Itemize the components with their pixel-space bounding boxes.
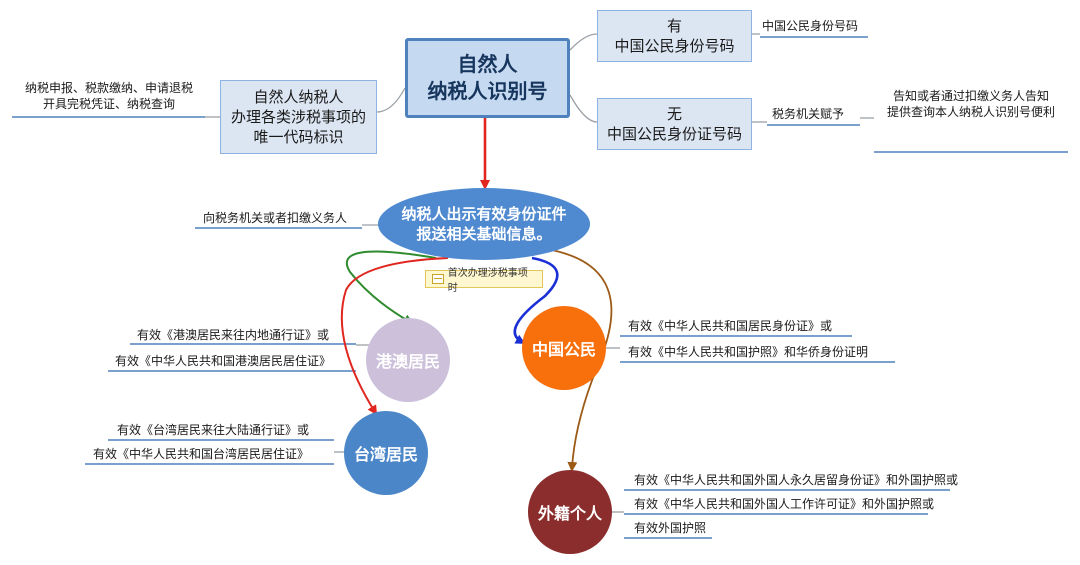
arrow-hub-to-chinese [513, 256, 559, 344]
chinese-doc-2: 有效《中华人民共和国护照》和华侨身份证明 [628, 345, 869, 359]
arrow-hub-to-taiwan [340, 257, 449, 416]
hub-line-1: 纳税人出示有效身份证件 [401, 204, 567, 223]
no-id-leaf-2: 告知或者通过扣缴义务人告知 提供查询本人纳税人识别号便利 [878, 88, 1064, 120]
hk-macau-doc-2: 有效《中华人民共和国港澳居民居住证》 [115, 354, 332, 368]
center-line-2: 纳税人识别号 [427, 79, 548, 103]
chinese-doc-1: 有效《中华人民共和国居民身份证》或 [628, 319, 833, 333]
taiwan-circle: 台湾居民 [344, 411, 428, 495]
note-icon [432, 274, 444, 284]
unique-code-line-2: 办理各类涉税事项的 [230, 107, 366, 126]
taiwan-doc-2: 有效《中华人民共和国台湾居民居住证》 [93, 447, 310, 461]
connector-center-top [569, 33, 598, 51]
hk-macau-doc-1: 有效《港澳居民来往内地通行证》或 [137, 328, 330, 342]
connector-center-mid [569, 94, 598, 123]
arrow-hub-to-hk [345, 250, 437, 325]
no-id-leaf: 税务机关赋予 [772, 107, 845, 121]
foreign-doc-2: 有效《中华人民共和国外国人工作许可证》和外国护照或 [634, 497, 935, 511]
no-id-box: 无 中国公民身份证号码 [597, 98, 752, 150]
has-id-line-2: 中国公民身份号码 [614, 37, 735, 55]
has-id-leaf: 中国公民身份号码 [762, 19, 859, 33]
has-id-line-1: 有 [666, 16, 682, 35]
foreign-doc-1: 有效《中华人民共和国外国人永久居留身份证》和外国护照或 [634, 473, 959, 487]
note-text: 首次办理涉税事项时 [447, 268, 528, 294]
connector-center-left [376, 87, 406, 113]
hub-leaf: 向税务机关或者扣缴义务人 [203, 211, 348, 225]
center-line-1: 自然人 [457, 52, 518, 76]
unique-code-line-1: 自然人纳税人 [253, 87, 344, 106]
has-id-box: 有 中国公民身份号码 [597, 10, 752, 62]
no-id-leaf-2-line-2: 提供查询本人纳税人识别号便利 [886, 105, 1055, 120]
hub-ellipse: 纳税人出示有效身份证件 报送相关基础信息。 [378, 188, 590, 260]
chinese-citizen-circle: 中国公民 [522, 306, 606, 390]
no-id-leaf-2-line-1: 告知或者通过扣缴义务人告知 [892, 89, 1049, 103]
taiwan-doc-1: 有效《台湾居民来往大陆通行证》或 [117, 423, 310, 437]
no-id-line-2: 中国公民身份证号码 [606, 125, 742, 143]
left-leaf-line-1: 纳税申报、税款缴纳、申请退税 [24, 81, 193, 95]
left-leaf-line-2: 开具完税凭证、纳税查询 [42, 97, 175, 112]
unique-code-box: 自然人纳税人 办理各类涉税事项的 唯一代码标识 [220, 80, 377, 154]
hub-line-2: 报送相关基础信息。 [416, 225, 552, 243]
foreign-individual-circle: 外籍个人 [528, 470, 612, 554]
foreign-doc-3: 有效外国护照 [634, 521, 707, 535]
no-id-line-1: 无 [666, 104, 682, 123]
left-leaf: 纳税申报、税款缴纳、申请退税 开具完税凭证、纳税查询 [14, 80, 204, 112]
first-time-note: 首次办理涉税事项时 [425, 268, 543, 294]
center-box: 自然人 纳税人识别号 [405, 38, 570, 118]
hk-macau-circle: 港澳居民 [366, 318, 450, 402]
unique-code-line-3: 唯一代码标识 [253, 128, 344, 147]
